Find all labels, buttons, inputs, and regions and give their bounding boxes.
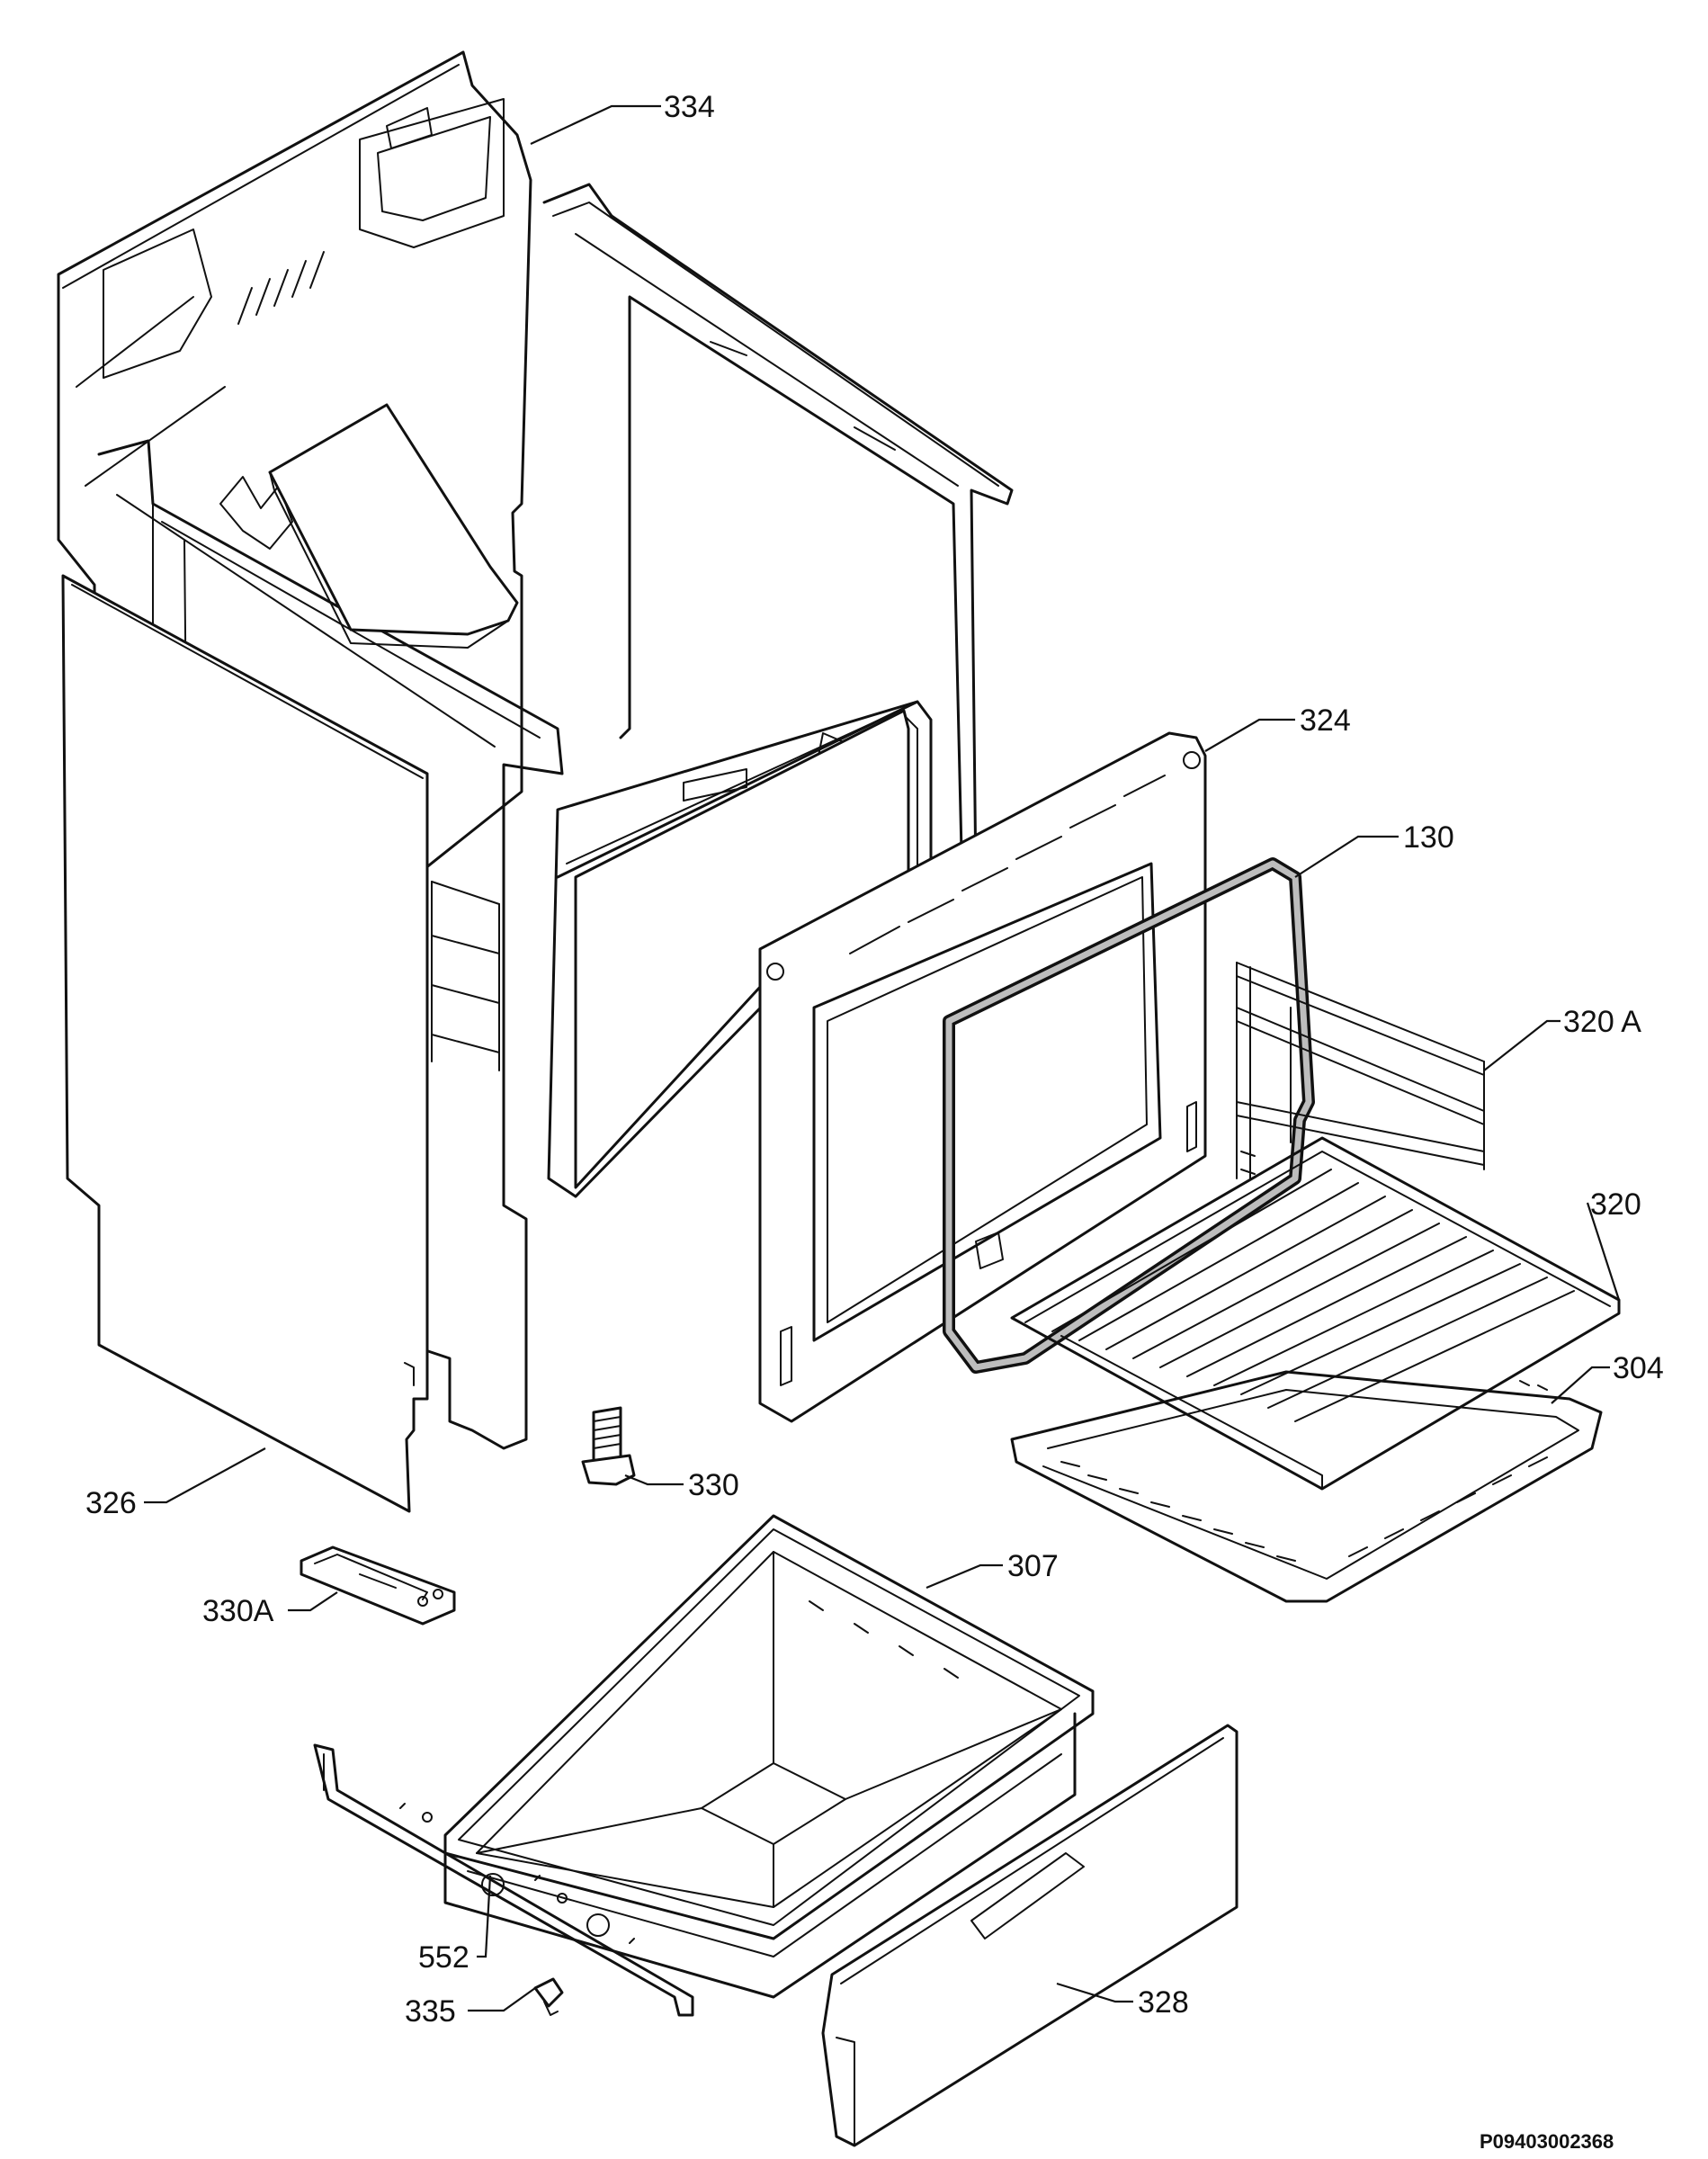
drawing-reference-number: P09403002368	[1480, 2130, 1614, 2153]
callout-330a: 330A	[202, 1594, 274, 1628]
part-307-drawer-box	[443, 1514, 1095, 1999]
callout-326: 326	[85, 1486, 137, 1520]
side-frame-right	[542, 183, 1014, 892]
part-320-wire-shelf	[1010, 1136, 1621, 1491]
callout-335: 335	[405, 1994, 456, 2029]
part-328-drawer-front	[821, 1724, 1239, 2147]
part-326-side-panel	[61, 574, 429, 1513]
part-330-bolt	[581, 1406, 636, 1486]
part-304-baking-tray	[1010, 1370, 1603, 1603]
callout-130: 130	[1403, 820, 1454, 855]
part-130-door-seal	[943, 857, 1315, 1374]
callout-307: 307	[1007, 1549, 1059, 1583]
callout-330: 330	[688, 1468, 739, 1502]
callout-320a: 320 A	[1563, 1005, 1641, 1039]
part-324-oven-front-frame	[758, 731, 1207, 1423]
part-330a-bracket	[300, 1545, 456, 1626]
part-552-drawer-runner	[313, 1743, 694, 2017]
heat-shield	[268, 403, 519, 649]
callout-552: 552	[418, 1940, 469, 1975]
callout-304: 304	[1613, 1351, 1664, 1385]
part-320a-shelf-supports	[1236, 962, 1485, 1179]
callout-324: 324	[1300, 703, 1351, 738]
callout-334: 334	[664, 90, 715, 124]
callout-328: 328	[1138, 1985, 1189, 2020]
oven-cavity	[431, 700, 933, 1198]
callout-320: 320	[1590, 1187, 1641, 1222]
leader-lines	[144, 104, 1621, 2012]
part-335-screw	[533, 1977, 564, 2016]
